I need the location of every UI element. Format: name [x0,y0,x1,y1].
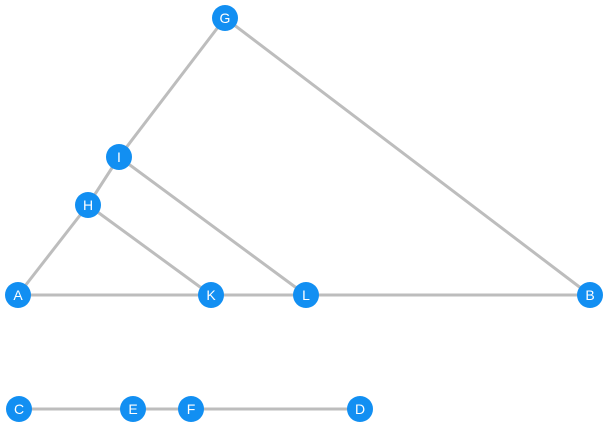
graph-edge-G-B[interactable] [224,16,591,297]
graph-node-circle-f[interactable] [178,396,204,422]
graph-node-e[interactable]: E [120,396,146,422]
graph-node-circle-e[interactable] [120,396,146,422]
graph-edge-G-I[interactable] [117,17,227,158]
edge-layer [16,16,591,411]
graph-node-g[interactable]: G [212,5,238,31]
graph-node-circle-k[interactable] [198,282,224,308]
graph-edge-I-L[interactable] [118,155,307,297]
graph-edge-H-K[interactable] [87,203,212,297]
node-layer: G IH A K L B C E F D [5,5,603,422]
graph-node-i[interactable]: I [106,144,132,170]
graph-node-d[interactable]: D [347,396,373,422]
graph-node-circle-c[interactable] [6,396,32,422]
graph-node-circle-i[interactable] [106,144,132,170]
graph-node-circle-l[interactable] [293,282,319,308]
graph-node-circle-g[interactable] [212,5,238,31]
graph-node-circle-d[interactable] [347,396,373,422]
graph-node-c[interactable]: C [6,396,32,422]
graph-node-a[interactable]: A [5,282,31,308]
graph-node-k[interactable]: K [198,282,224,308]
graph-node-circle-a[interactable] [5,282,31,308]
graph-node-h[interactable]: H [75,192,101,218]
graph-node-l[interactable]: L [293,282,319,308]
graph-node-f[interactable]: F [178,396,204,422]
graph-edge-H-A[interactable] [16,204,90,296]
graph-node-b[interactable]: B [577,282,603,308]
graph-node-circle-b[interactable] [577,282,603,308]
graph-node-circle-h[interactable] [75,192,101,218]
